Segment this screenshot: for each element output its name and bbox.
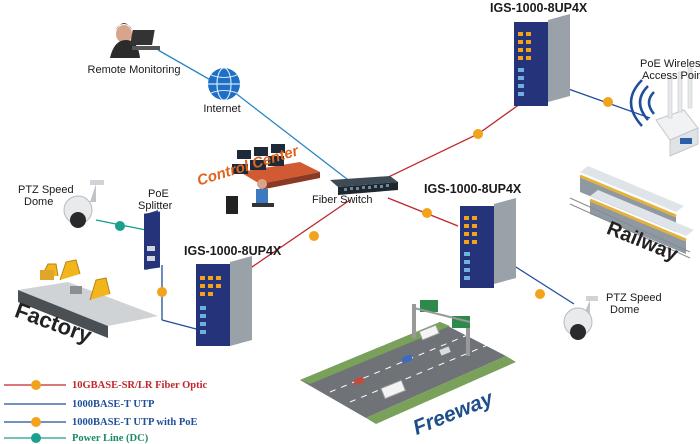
marker-fiber-3	[309, 231, 319, 241]
legend-fiber-text: 10GBASE-SR/LR Fiber Optic	[72, 379, 208, 391]
wireless-ap-icon	[629, 67, 699, 157]
internet-label: Internet	[203, 103, 241, 115]
freeway-road-icon	[300, 300, 516, 424]
legend-item-utp: 1000BASE-T UTP	[72, 398, 154, 410]
ptz-camera-right-icon	[563, 296, 598, 340]
switch-left-label: IGS-1000-8UP4X	[184, 244, 282, 258]
industrial-switch-top-icon	[514, 14, 570, 106]
poe-ap-label-line2: Access Point	[642, 70, 700, 82]
fiber-switch-label: Fiber Switch	[312, 194, 373, 206]
ptz-left-label-line2: Dome	[24, 196, 54, 208]
ptz-camera-left-icon	[63, 180, 104, 228]
link-right-ptz	[507, 261, 575, 305]
poe-splitter-label-line2: Splitter	[138, 200, 173, 212]
factory-robot-icon	[18, 259, 158, 338]
marker-poe-2	[535, 289, 545, 299]
ptz-left-label-line1: PTZ Speed	[18, 184, 74, 196]
link-utp-factory	[161, 319, 201, 331]
link-fiber-switch-top	[377, 103, 521, 183]
link-internet-fiberswitch	[233, 91, 357, 187]
ptz-right-label-line2: Dome	[610, 304, 640, 316]
legend-item-power: Power Line (DC)	[72, 432, 148, 444]
remote-monitoring-label: Remote Monitoring	[87, 64, 181, 76]
marker-power	[115, 221, 125, 231]
marker-poe-3	[157, 287, 167, 297]
ptz-right-label-line1: PTZ Speed	[606, 292, 662, 304]
poe-ap-label-line1: PoE Wireless	[640, 58, 700, 70]
internet-globe-icon	[208, 67, 240, 101]
industrial-switch-left-icon	[196, 256, 252, 346]
legend-utp-text: 1000BASE-T UTP	[72, 398, 155, 410]
marker-poe-1	[603, 97, 613, 107]
switch-right-label: IGS-1000-8UP4X	[424, 182, 522, 196]
marker-fiber-2	[422, 208, 432, 218]
legend-lines	[4, 380, 66, 443]
railway-train-icon	[569, 166, 694, 259]
legend-item-utp-poe: 1000BASE-T UTP with PoE	[72, 416, 198, 428]
remote-person-icon	[110, 23, 160, 58]
industrial-switch-right-icon	[460, 198, 516, 288]
poe-splitter-icon	[144, 210, 160, 270]
switch-top-label: IGS-1000-8UP4X	[490, 1, 588, 15]
marker-fiber-1	[473, 129, 483, 139]
legend-power-text: Power Line (DC)	[72, 432, 149, 444]
legend-utp-poe-text: 1000BASE-T UTP with PoE	[72, 416, 198, 428]
legend-item-fiber: 10GBASE-SR/LR Fiber Optic	[72, 379, 207, 391]
control-center-icon	[226, 144, 320, 214]
poe-splitter-label-line1: PoE	[148, 188, 169, 200]
link-remote-internet	[157, 49, 215, 83]
fiber-switch-icon	[330, 176, 398, 195]
